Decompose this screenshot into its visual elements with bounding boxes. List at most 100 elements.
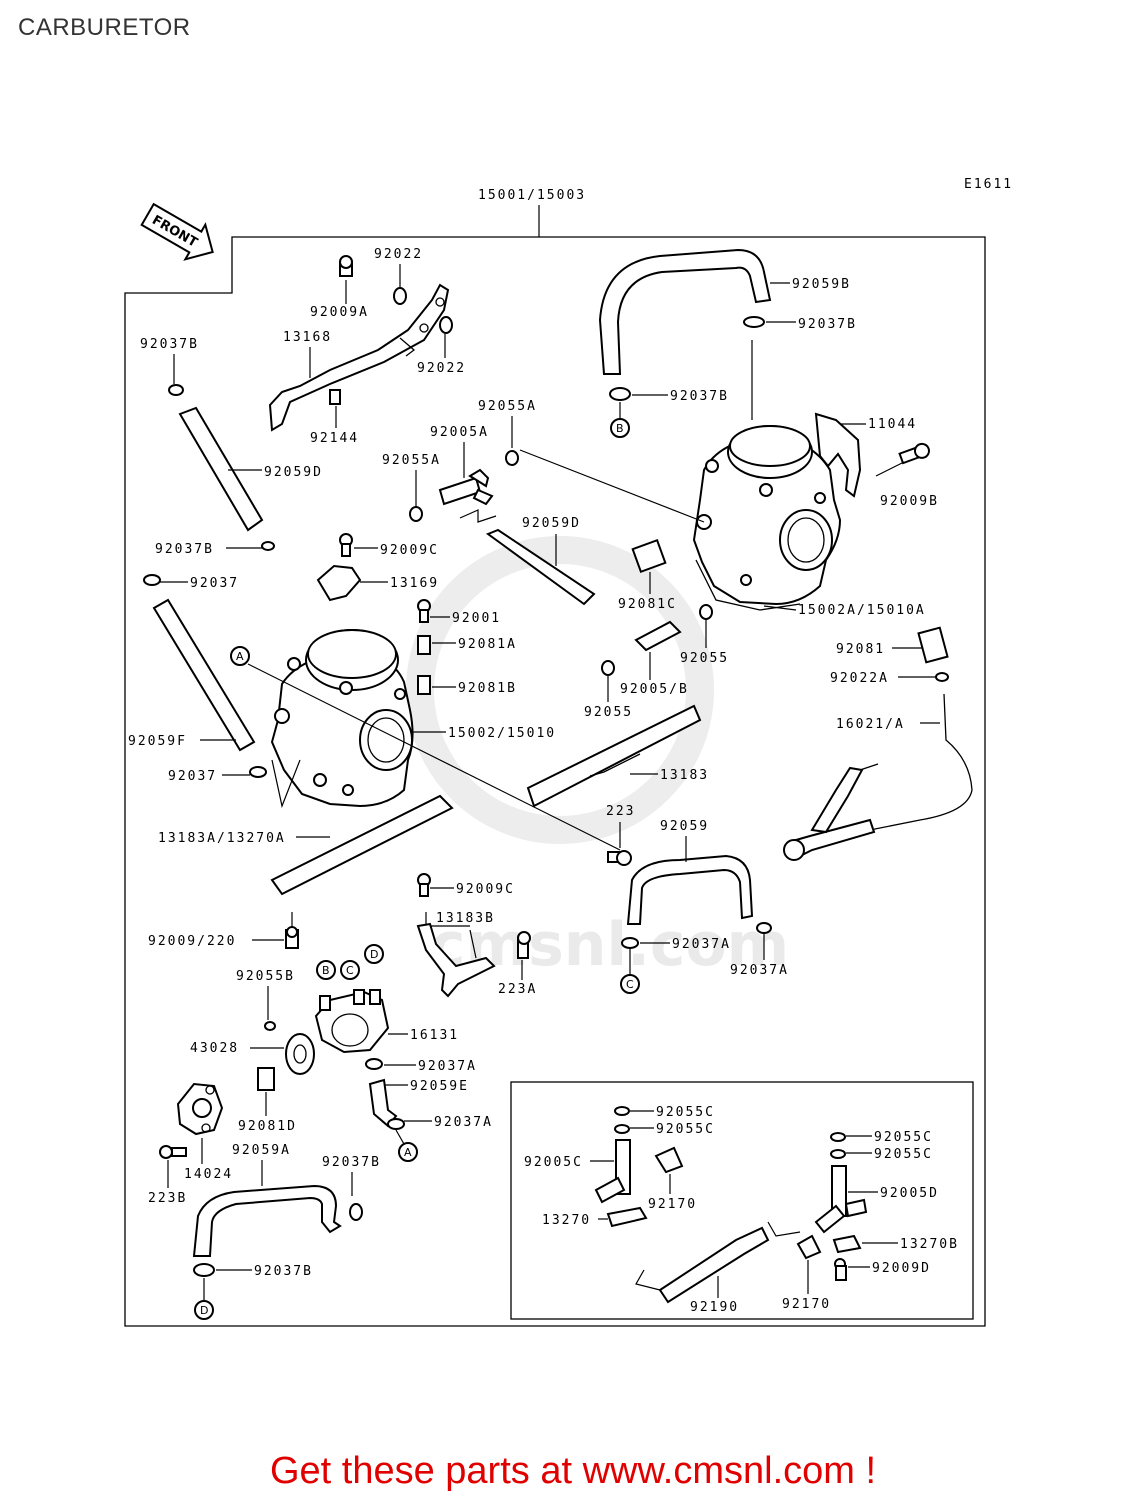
label-92144: 92144 xyxy=(310,431,359,446)
label-92055a-1: 92055A xyxy=(478,399,537,414)
label-92081: 92081 xyxy=(836,642,885,657)
bracket-13183b xyxy=(416,922,496,998)
page-title: CARBURETOR xyxy=(18,14,191,41)
label-92037a-2: 92037A xyxy=(730,963,789,978)
clamp-13169 xyxy=(316,564,362,602)
hose-92059d-1 xyxy=(178,406,264,532)
label-13183a: 13183A/13270A xyxy=(158,831,286,846)
marker-a-2 xyxy=(398,1142,418,1162)
label-92022-b: 92022 xyxy=(417,361,466,376)
label-92055c-1: 92055C xyxy=(656,1105,715,1120)
diagram-code: E1611 xyxy=(964,177,1013,192)
screw-92009d xyxy=(834,1258,847,1281)
fitting-92005c xyxy=(594,1139,631,1204)
label-92059d-1: 92059D xyxy=(264,465,323,480)
label-92055a-2: 92055A xyxy=(382,453,441,468)
label-92037-2: 92037 xyxy=(168,769,217,784)
label-92009a: 92009A xyxy=(310,305,369,320)
hose-92059e xyxy=(368,1078,398,1128)
bracket-13168 xyxy=(268,283,450,432)
label-92022a: 92022A xyxy=(830,671,889,686)
label-92005c: 92005C xyxy=(524,1155,583,1170)
carburetor-left xyxy=(270,629,414,808)
hose-92059d-2 xyxy=(485,528,596,606)
marker-c-1 xyxy=(620,974,640,994)
marker-c-2 xyxy=(340,960,360,980)
spring-92081b xyxy=(417,675,431,695)
label-92037b-4: 92037B xyxy=(670,389,729,404)
hose-92059f xyxy=(152,598,256,752)
marker-letter: B xyxy=(616,422,624,435)
label-92009d: 92009D xyxy=(872,1261,931,1276)
marker-d-2 xyxy=(194,1300,214,1320)
parts-diagram: cmsnl.com FRONT E1611 15001/15003 92022 … xyxy=(124,177,1013,1327)
label-92170-1: 92170 xyxy=(648,1197,697,1212)
label-92059d-2: 92059D xyxy=(522,516,581,531)
label-13270b: 13270B xyxy=(900,1237,959,1252)
label-13169: 13169 xyxy=(390,576,439,591)
marker-letter: D xyxy=(370,948,378,961)
spring-92081a xyxy=(417,635,431,655)
label-15002a: 15002A/15010A xyxy=(798,603,926,618)
rail-13183a xyxy=(270,794,454,896)
label-223b: 223B xyxy=(148,1191,187,1206)
label-92037b-3: 92037B xyxy=(798,317,857,332)
label-92190: 92190 xyxy=(690,1300,739,1315)
fuel-valve-16131 xyxy=(314,989,390,1054)
label-13183: 13183 xyxy=(660,768,709,783)
screw-223 xyxy=(607,850,632,866)
rail-13183 xyxy=(526,704,702,808)
label-92059f: 92059F xyxy=(128,734,187,749)
label-92037b-6: 92037B xyxy=(254,1264,313,1279)
bolt-92009a xyxy=(339,255,353,277)
label-92059b: 92059B xyxy=(792,277,851,292)
promo-link[interactable]: Get these parts at www.cmsnl.com ! xyxy=(269,1450,877,1492)
label-92081c: 92081C xyxy=(618,597,677,612)
label-13270: 13270 xyxy=(542,1213,591,1228)
screw-92009c-2 xyxy=(417,873,431,897)
marker-a-1 xyxy=(230,646,250,666)
label-11044: 11044 xyxy=(868,417,917,432)
label-92055c-2: 92055C xyxy=(656,1122,715,1137)
label-92005a: 92005A xyxy=(430,425,489,440)
label-92037-1: 92037 xyxy=(190,576,239,591)
inset-frame xyxy=(510,1081,974,1320)
fitting-92005d xyxy=(814,1165,868,1234)
label-92009-220: 92009/220 xyxy=(148,934,236,949)
marker-b-2 xyxy=(316,960,336,980)
marker-letter: D xyxy=(200,1304,208,1317)
washer-92022-a xyxy=(393,287,407,305)
spring-92081 xyxy=(917,626,949,664)
plate-13270 xyxy=(606,1206,648,1228)
label-92055c-4: 92055C xyxy=(874,1147,933,1162)
spring-92081c xyxy=(631,538,667,574)
label-16131: 16131 xyxy=(410,1028,459,1043)
washer-92022-b xyxy=(439,316,453,334)
label-92055-1: 92055 xyxy=(680,651,729,666)
diaphragm-43028 xyxy=(285,1033,315,1075)
marker-letter: B xyxy=(322,964,330,977)
label-92081a: 92081A xyxy=(458,637,517,652)
label-92005d: 92005D xyxy=(880,1186,939,1201)
label-92005b: 92005/B xyxy=(620,682,689,697)
label-92009b: 92009B xyxy=(880,494,939,509)
label-43028: 43028 xyxy=(190,1041,239,1056)
label-92037b-5: 92037B xyxy=(322,1155,381,1170)
fitting-92005b xyxy=(634,620,682,652)
marker-letter: A xyxy=(404,1146,412,1159)
marker-letter: C xyxy=(626,978,634,991)
label-92037a-3: 92037A xyxy=(418,1059,477,1074)
label-92055b: 92055B xyxy=(236,969,295,984)
cover-14024 xyxy=(176,1082,224,1136)
label-223a: 223A xyxy=(498,982,537,997)
label-92055-2: 92055 xyxy=(584,705,633,720)
screw-92009c-1 xyxy=(339,533,353,557)
label-92055c-3: 92055C xyxy=(874,1130,933,1145)
plate-13270b xyxy=(832,1234,862,1254)
screw-223a xyxy=(517,931,531,959)
hose-92059a xyxy=(192,1184,342,1257)
label-92009c-2: 92009C xyxy=(456,882,515,897)
hose-92059 xyxy=(626,854,754,925)
spring-92144 xyxy=(329,389,341,405)
marker-letter: A xyxy=(236,650,244,663)
